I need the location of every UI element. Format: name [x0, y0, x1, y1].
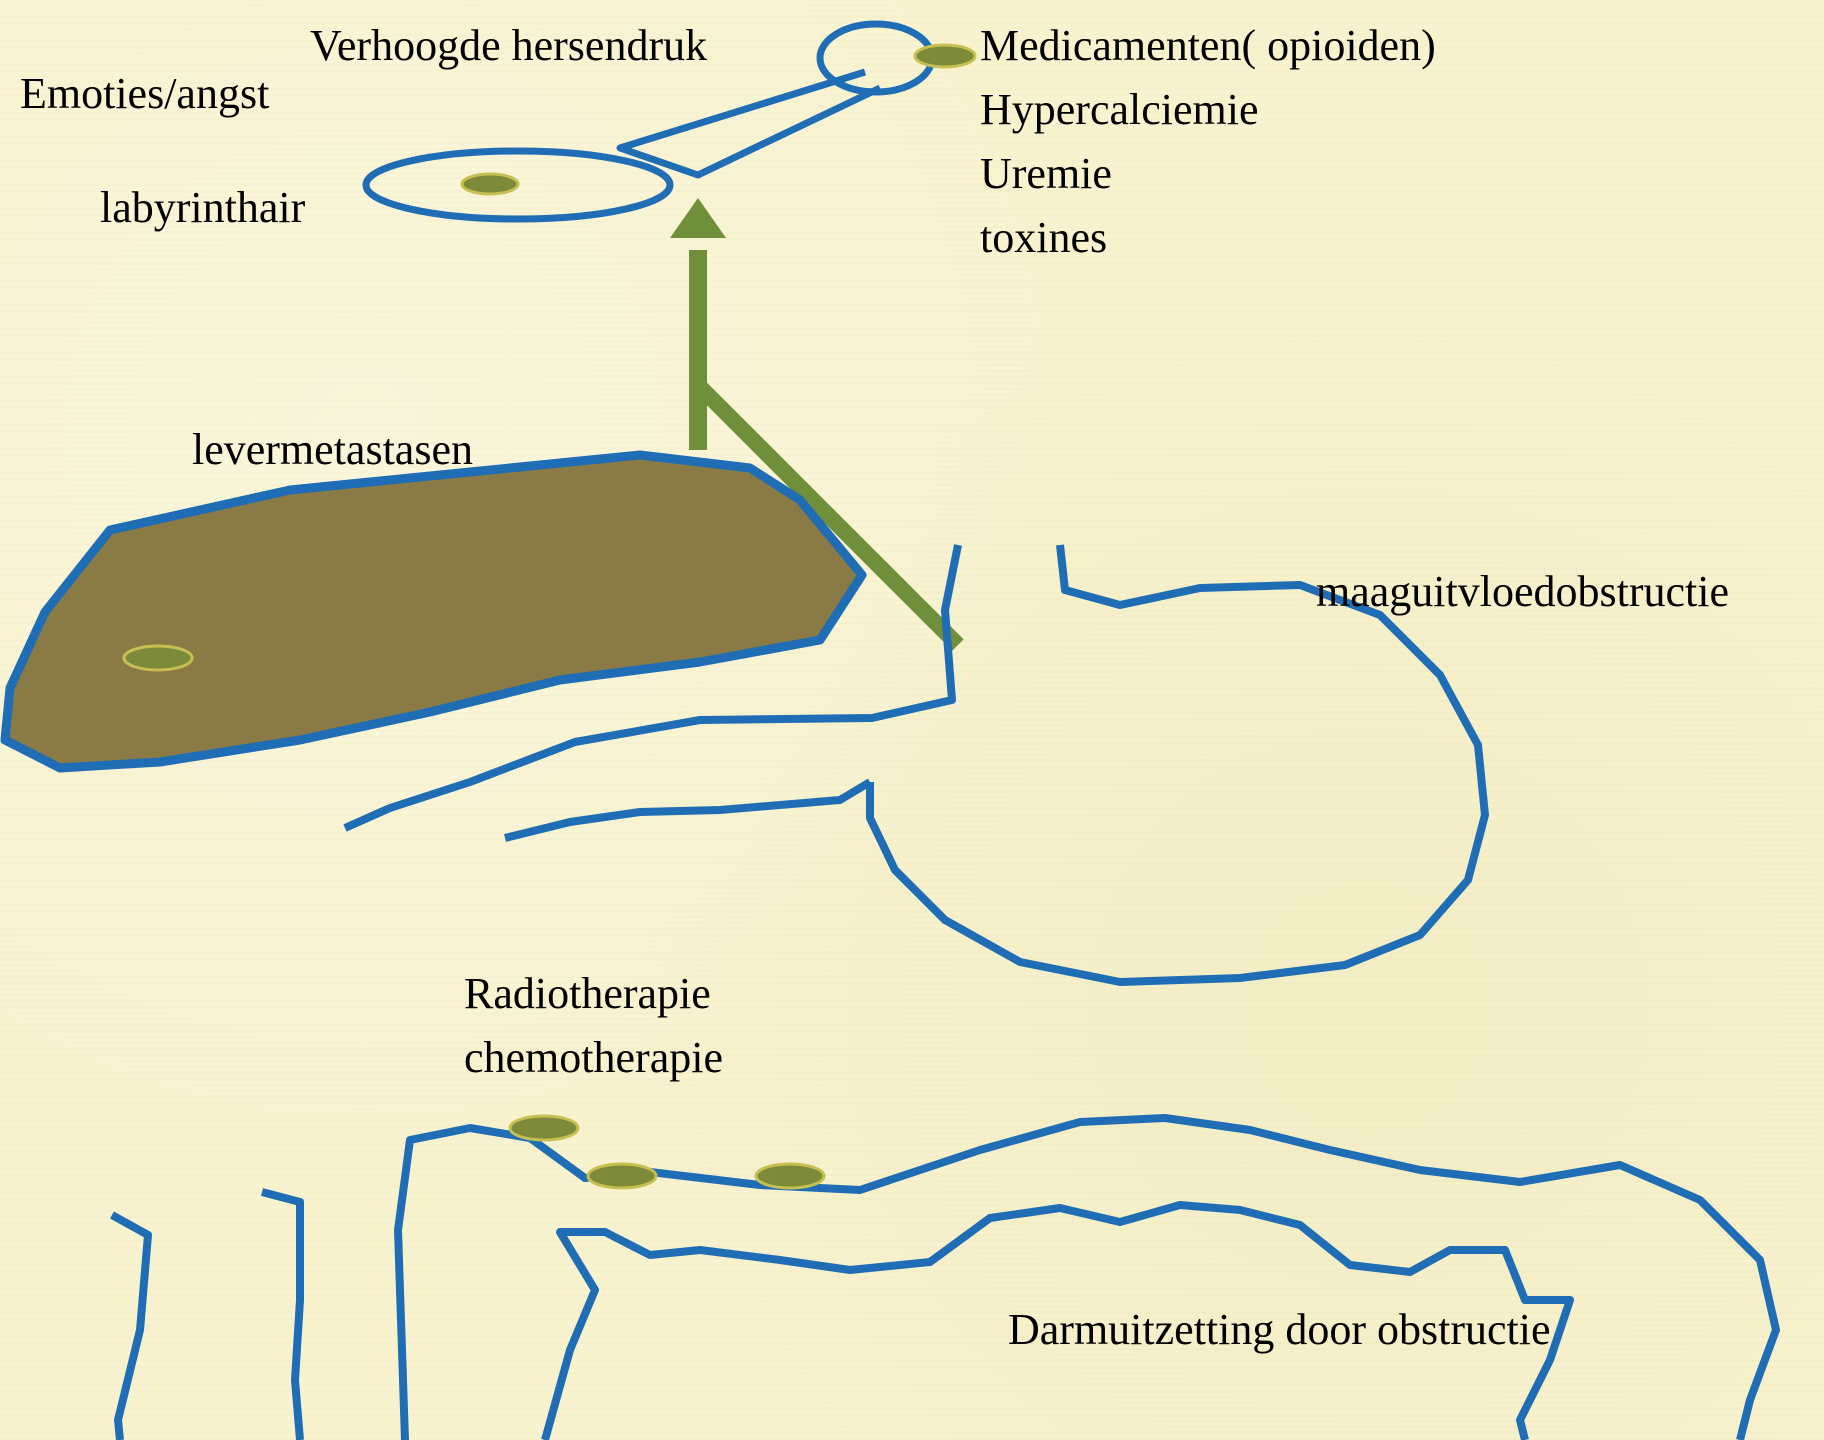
label-uremie: Uremie	[980, 142, 1436, 206]
label-labyrinthair: labyrinthair	[100, 186, 305, 230]
label-verhoogde-hersendruk: Verhoogde hersendruk	[310, 24, 707, 68]
bowel-loop-left-2	[262, 1192, 300, 1440]
label-chemotherapie: chemotherapie	[464, 1026, 723, 1090]
label-group-therapy: Radiotherapie chemotherapie	[464, 962, 723, 1090]
receptor-spot-labyrinth	[462, 174, 518, 194]
label-levermetastasen: levermetastasen	[192, 428, 473, 472]
label-radiotherapie: Radiotherapie	[464, 962, 723, 1026]
label-hypercalciemie: Hypercalciemie	[980, 78, 1436, 142]
label-darmuitzetting: Darmuitzetting door obstructie	[1008, 1308, 1551, 1352]
receptor-spot-brain	[915, 45, 975, 67]
label-maaguitvloedobstructie: maaguitvloedobstructie	[1316, 570, 1729, 614]
vagal-arrow-head	[670, 198, 726, 238]
receptor-spot-liver	[124, 646, 192, 670]
duodenum-wall	[505, 782, 870, 838]
bowel-loop-left-1	[112, 1215, 148, 1440]
label-group-metabolic: Medicamenten( opioiden) Hypercalciemie U…	[980, 14, 1436, 270]
receptor-spot-gut-1	[510, 1116, 578, 1140]
label-medicamenten: Medicamenten( opioiden)	[980, 14, 1436, 78]
label-emoties-angst: Emoties/angst	[20, 72, 269, 116]
label-toxines: toxines	[980, 206, 1436, 270]
receptor-spot-gut-2	[588, 1164, 656, 1188]
receptor-spot-gut-3	[756, 1164, 824, 1188]
